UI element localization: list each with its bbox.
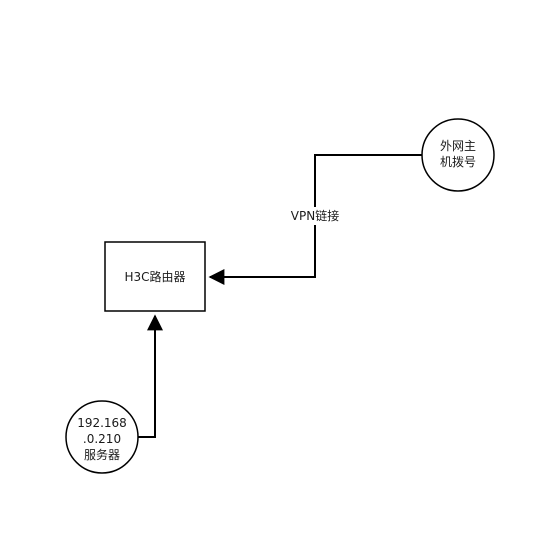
server-label-line3: 服务器 xyxy=(84,447,120,462)
router-node[interactable] xyxy=(104,241,206,312)
vpn-label-bg xyxy=(284,207,346,225)
server-connector xyxy=(137,314,163,438)
router-label: H3C路由器 xyxy=(124,269,185,284)
remote-host-node[interactable] xyxy=(421,118,495,192)
vpn-label: VPN链接 xyxy=(291,208,339,223)
remote-host-label-line2: 机拨号 xyxy=(440,155,476,169)
server-label-line1: 192.168 xyxy=(77,416,127,430)
server-label-line2: .0.210 xyxy=(83,432,121,446)
server-node[interactable] xyxy=(65,400,139,474)
remote-host-label-line1: 外网主 xyxy=(440,139,476,153)
